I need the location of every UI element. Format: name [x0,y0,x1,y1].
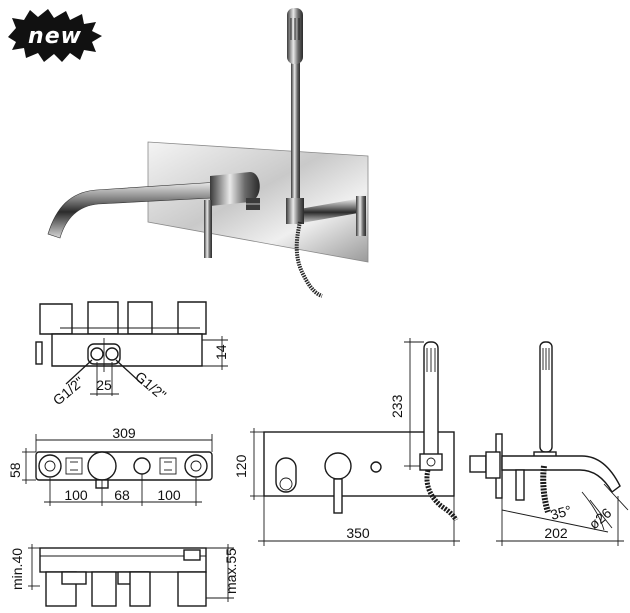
dim-top-height: 14 [213,344,229,360]
side-view-drawing [28,544,234,607]
profile-view-drawing [469,341,629,546]
render-spout [47,179,251,239]
dim-side-max: max.55 [223,548,239,594]
front-hose [424,469,459,522]
dim-plan-middle: 68 [114,487,130,503]
new-badge-burst [8,9,102,62]
render-mixer-body [210,172,260,206]
dim-plan-overall: 309 [112,425,136,441]
dim-front-plate-height: 120 [233,454,249,478]
dim-plan-depth: 58 [7,462,23,478]
top-view-drawing [35,301,228,396]
product-render [47,8,369,298]
render-shower-rod [291,60,300,220]
front-view-drawing [250,338,460,546]
render-lever [204,200,212,258]
dim-thread-left: G1/2" [50,373,87,408]
dim-plan-left: 100 [64,487,88,503]
dim-front-plate-width: 350 [346,525,370,541]
dim-profile-projection: 202 [544,525,568,541]
render-hose [294,221,323,298]
dim-thread-spacing: 25 [96,377,112,393]
front-plan-drawing [22,434,213,506]
new-badge: new [8,9,102,62]
dim-front-shower-height: 233 [389,394,405,418]
new-badge-text: new [28,24,82,49]
dim-side-min: min.40 [9,548,25,590]
dim-thread-right: G1/2" [132,368,169,403]
dim-profile-angle: 35° [549,502,574,523]
render-shower-outlet [294,198,364,224]
dim-plan-right: 100 [157,487,181,503]
